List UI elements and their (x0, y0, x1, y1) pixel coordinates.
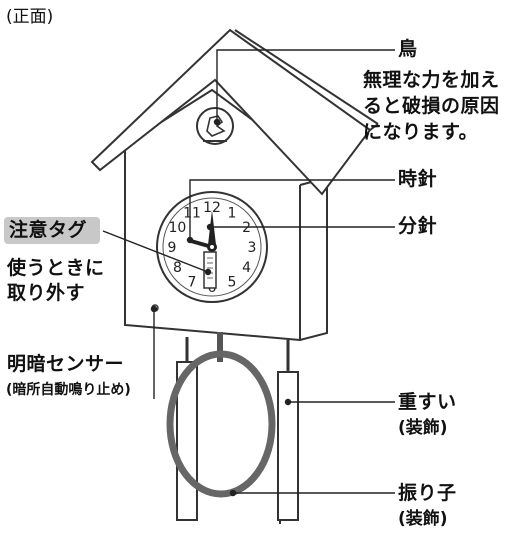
pendulum-sub: (装飾) (398, 509, 448, 529)
clock-dial: 121234567891011 (156, 191, 268, 303)
bird-note-line-1: 無理な力を加え (363, 69, 500, 91)
weights-sub: (装飾) (398, 418, 448, 438)
caution-tag-note-line-1: 使うときに (7, 257, 105, 279)
dial-numeral: 1 (228, 205, 237, 221)
pendulum-label: 振り子 (398, 482, 457, 504)
caution-tag-note-line-2: 取り外す (7, 282, 86, 304)
dial-numeral: 4 (242, 260, 251, 276)
dial-numeral: 10 (168, 220, 186, 236)
caution-tag-badge (4, 217, 100, 244)
dial-numeral: 9 (168, 240, 177, 256)
bird-label: 鳥 (398, 38, 418, 60)
dial-numeral: 3 (248, 240, 257, 256)
pendulum (166, 332, 276, 498)
weight-right (277, 340, 299, 524)
minute-hand-label: 分針 (398, 215, 438, 237)
dial-numeral: 7 (188, 275, 197, 291)
view-label: (正面) (6, 7, 54, 27)
weights-label: 重すい (398, 391, 457, 413)
hour-hand-label: 時針 (398, 168, 438, 190)
dial-numeral: 5 (228, 275, 237, 291)
dial-numeral: 12 (203, 200, 221, 216)
bird-note-line-3: になります。 (363, 121, 479, 143)
light-sensor-sub: (暗所自動鳴り止め) (6, 382, 131, 398)
bird-note-line-2: ると破損の原因 (363, 95, 500, 117)
dial-numeral: 2 (242, 220, 251, 236)
light-sensor-label: 明暗センサー (7, 353, 125, 375)
bird-window (196, 107, 234, 145)
leader-lines (102, 49, 395, 497)
caution-tag-label: 注意タグ (9, 219, 88, 241)
dial-numeral: 11 (183, 205, 201, 221)
dial-numeral: 8 (173, 260, 182, 276)
dial-numerals: 121234567891011 (168, 200, 257, 296)
